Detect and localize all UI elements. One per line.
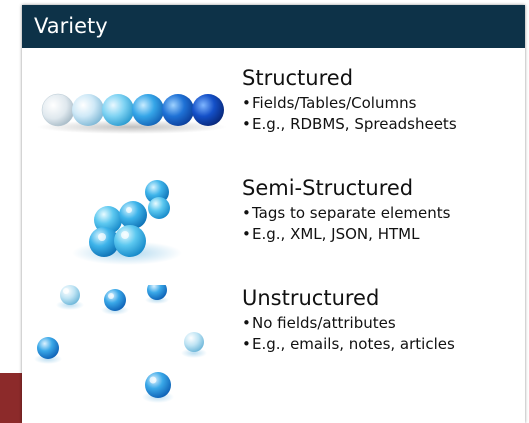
section-semi-structured: Semi-Structured •Tags to separate elemen… — [22, 175, 525, 285]
marbles-row-image — [37, 93, 227, 134]
bullet-item: •E.g., RDBMS, Spreadsheets — [242, 114, 457, 135]
corner-accent — [0, 373, 22, 423]
bullet-icon: • — [242, 115, 251, 133]
bullet-item: •No fields/attributes — [242, 313, 455, 334]
bullet-icon: • — [242, 204, 251, 222]
section-unstructured: Unstructured •No fields/attributes •E.g.… — [22, 285, 525, 423]
bullet-item: •Tags to separate elements — [242, 203, 450, 224]
bullet-text: E.g., RDBMS, Spreadsheets — [252, 115, 457, 133]
bullet-icon: • — [242, 94, 251, 112]
bullet-icon: • — [242, 335, 251, 353]
bullet-text: No fields/attributes — [252, 314, 396, 332]
bullet-icon: • — [242, 314, 251, 332]
structured-text: Structured •Fields/Tables/Columns •E.g.,… — [242, 65, 457, 135]
slide: Variety — [22, 5, 525, 423]
bullet-text: E.g., XML, JSON, HTML — [252, 225, 420, 243]
section-heading: Unstructured — [242, 286, 380, 310]
section-heading: Structured — [242, 66, 354, 90]
section-structured: Structured •Fields/Tables/Columns •E.g.,… — [22, 65, 525, 180]
bullet-text: E.g., emails, notes, articles — [252, 335, 455, 353]
unstructured-text: Unstructured •No fields/attributes •E.g.… — [242, 285, 455, 355]
slide-title: Variety — [34, 14, 108, 38]
bullet-text: Tags to separate elements — [252, 204, 451, 222]
marbles-scattered-image — [34, 285, 207, 403]
semi-structured-text: Semi-Structured •Tags to separate elemen… — [242, 175, 450, 245]
bullet-item: •E.g., XML, JSON, HTML — [242, 224, 450, 245]
bullet-icon: • — [242, 225, 251, 243]
section-heading: Semi-Structured — [242, 176, 414, 200]
bullet-item: •E.g., emails, notes, articles — [242, 334, 455, 355]
marbles-cluster-image — [72, 180, 182, 265]
bullet-item: •Fields/Tables/Columns — [242, 93, 457, 114]
slide-header: Variety — [22, 5, 525, 48]
bullet-text: Fields/Tables/Columns — [252, 94, 417, 112]
